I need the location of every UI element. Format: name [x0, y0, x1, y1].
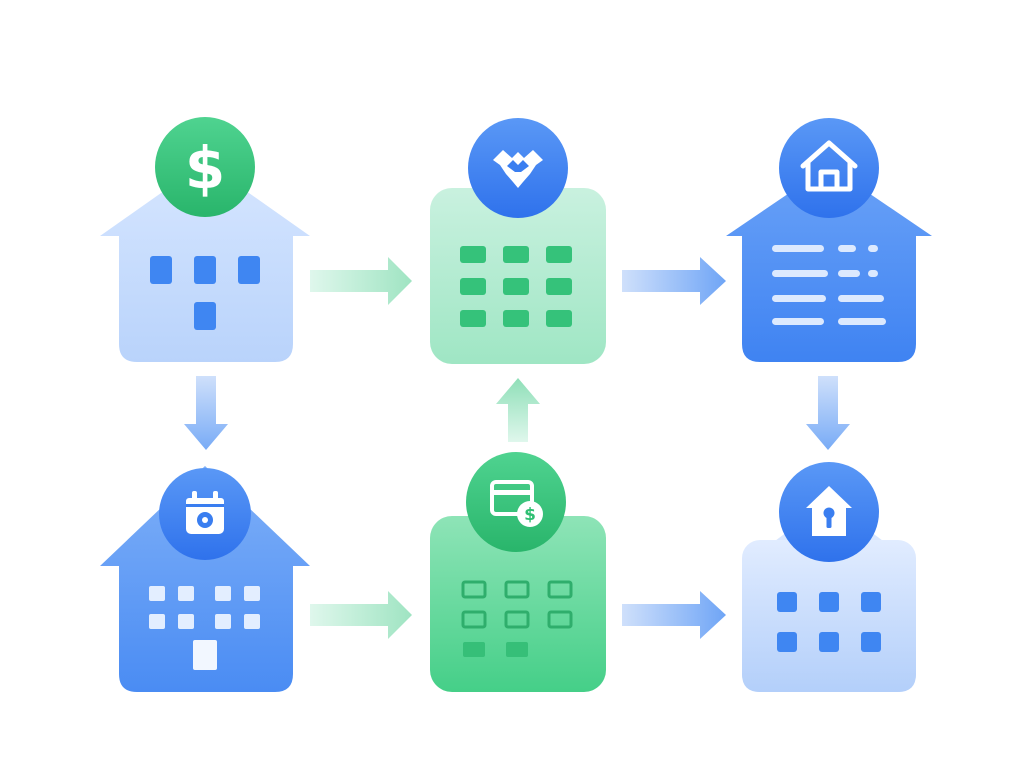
bottom-right-building	[742, 462, 916, 692]
handshake-icon	[493, 150, 543, 188]
building-windows	[777, 592, 881, 652]
payment-card-icon: $	[490, 480, 543, 527]
home-icon	[800, 140, 858, 192]
building-door	[193, 640, 217, 670]
edge-arrow-top-left-to-top-middle	[310, 257, 412, 305]
edge-arrow-bottom-middle-to-top-middle	[496, 378, 540, 442]
building-windows	[461, 580, 573, 629]
edge-arrow-bottom-left-to-bottom-middle	[310, 591, 412, 639]
building-windows	[460, 246, 572, 327]
bottom-middle-building: $	[430, 452, 606, 692]
edge-arrow-bottom-middle-to-bottom-right	[622, 591, 726, 639]
badge-home	[779, 118, 879, 218]
svg-text:$: $	[185, 134, 225, 202]
badge-dollar: $	[155, 117, 255, 217]
dollar-sign-icon: $	[185, 134, 225, 202]
edge-arrow-top-right-to-bottom-right	[806, 376, 850, 450]
badge-calendar	[159, 468, 251, 560]
svg-text:$: $	[524, 505, 536, 525]
edge-arrow-top-middle-to-top-right	[622, 257, 726, 305]
document-lines	[772, 245, 886, 325]
badge-payment: $	[466, 452, 566, 552]
calendar-icon	[186, 491, 224, 534]
building-windows	[149, 586, 260, 629]
house-lock-icon	[806, 486, 852, 536]
top-left-building: $	[100, 117, 310, 362]
top-middle-building	[430, 118, 606, 364]
badge-handshake	[468, 118, 568, 218]
building-windows	[150, 256, 260, 330]
top-right-building	[726, 118, 932, 362]
edge-arrow-top-left-to-bottom-left	[184, 376, 228, 450]
building-windows-bottom-row	[463, 642, 528, 657]
bottom-left-building	[100, 466, 310, 692]
badge-house-lock	[779, 462, 879, 562]
